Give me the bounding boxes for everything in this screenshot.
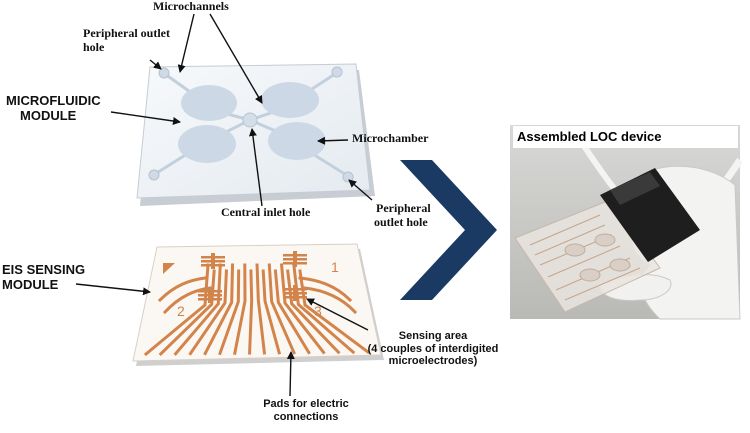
orientation-mark (163, 263, 175, 274)
label-line: Peripheral (376, 201, 431, 215)
label-assembled-loc-device: Assembled LOC device (513, 126, 738, 148)
electrode-trace (273, 269, 311, 355)
arrow-sensing-area (306, 298, 369, 331)
sensing-areas (198, 251, 307, 303)
label-microfluidic-module: MICROFLUIDIC MODULE (6, 93, 101, 124)
electrode-stem (208, 287, 212, 303)
sensing-area (283, 285, 307, 301)
microchamber (181, 85, 237, 121)
label-microchamber: Microchamber (352, 131, 429, 145)
label-microchannels: Microchannels (153, 0, 229, 13)
electrode-stem (293, 285, 297, 301)
electrode-traces (143, 263, 371, 357)
electrode-trace (188, 269, 228, 356)
electrode-trace (157, 276, 207, 303)
electrode-number-2: 2 (177, 303, 185, 319)
electrode-trace (158, 269, 216, 356)
electrode-trace (162, 286, 212, 315)
label-line: Pads for electric (263, 398, 349, 410)
label-eis-sensing-module: EIS SENSING MODULE (2, 262, 86, 293)
arrow-eis (75, 283, 151, 296)
peripheral-outlet-hole (148, 169, 160, 181)
arrow-central-inlet (248, 128, 263, 207)
assembled-device-photo (510, 125, 743, 320)
electrode-trace (279, 263, 326, 355)
microchamber (268, 122, 326, 160)
annotation-arrows (75, 13, 373, 397)
electrode-trace (303, 286, 358, 315)
label-line: (4 couples of interdigited (367, 342, 499, 355)
label-line: MODULE (2, 276, 59, 292)
arrow-microfluidic (110, 111, 181, 125)
label-line: connections (273, 410, 339, 423)
arrow-microchannels-right (209, 13, 263, 104)
electrode-trace (248, 269, 254, 355)
label-line: EIS SENSING (2, 262, 86, 277)
label-line: hole (83, 39, 105, 54)
label-line: outlet hole (374, 214, 428, 229)
microchamber (178, 125, 236, 163)
label-pads: Pads for electric connections (246, 398, 366, 423)
peripheral-outlet-hole (331, 66, 343, 78)
electrode-trace (267, 263, 296, 355)
label-line: MODULE (20, 107, 77, 123)
arrow-peripheral-top (149, 59, 162, 70)
microfluidic-module (136, 63, 375, 206)
electrode-trace (143, 263, 210, 357)
sensing-area (198, 287, 222, 303)
assembly-chevron (400, 160, 497, 300)
electrode-trace (298, 276, 353, 303)
peripheral-outlet-hole (342, 171, 354, 183)
electrode-trace (292, 263, 356, 355)
electrode-number-3: 3 (314, 303, 322, 319)
glass-plate (136, 63, 371, 199)
label-peripheral-outlet-top: Peripheral outlet hole (83, 26, 170, 55)
arrow-microchannels-left (177, 13, 195, 73)
electrode-trace (173, 263, 222, 356)
label-line: Sensing area (398, 330, 468, 342)
arrow-microchamber (317, 136, 349, 145)
chip-chamber (564, 243, 586, 257)
arrow-pads (286, 351, 295, 397)
sensing-area (201, 253, 225, 269)
connector-top (610, 172, 660, 205)
electrode-trace (203, 263, 235, 356)
label-line: MICROFLUIDIC (6, 93, 101, 108)
label-line: Peripheral outlet (83, 26, 170, 40)
chip-chamber (609, 258, 631, 272)
label-sensing-area: Sensing area (4 couples of interdigited … (358, 330, 508, 368)
chip-chamber (579, 268, 601, 282)
sensing-area (283, 251, 307, 267)
eis-sensing-module (132, 243, 384, 366)
peripheral-outlet-hole (158, 67, 170, 79)
arrow-peripheral-bottom (348, 179, 373, 201)
electrode-stem (211, 253, 215, 269)
electrode-trace (261, 269, 282, 355)
electrode-trace (218, 269, 241, 356)
electrode-number-1: 1 (331, 259, 339, 275)
electrode-trace (298, 269, 371, 355)
label-peripheral-outlet-bottom: Peripheral outlet hole (374, 201, 431, 230)
central-inlet-hole (242, 112, 258, 128)
chip-chamber (594, 233, 616, 247)
electrode-stem (293, 251, 297, 267)
label-central-inlet: Central inlet hole (221, 205, 311, 219)
electrode-trace (255, 263, 267, 355)
electrode-trace (233, 263, 247, 355)
label-line: microelectrodes) (388, 355, 478, 368)
microchamber (261, 82, 319, 118)
electrode-trace (286, 269, 341, 355)
